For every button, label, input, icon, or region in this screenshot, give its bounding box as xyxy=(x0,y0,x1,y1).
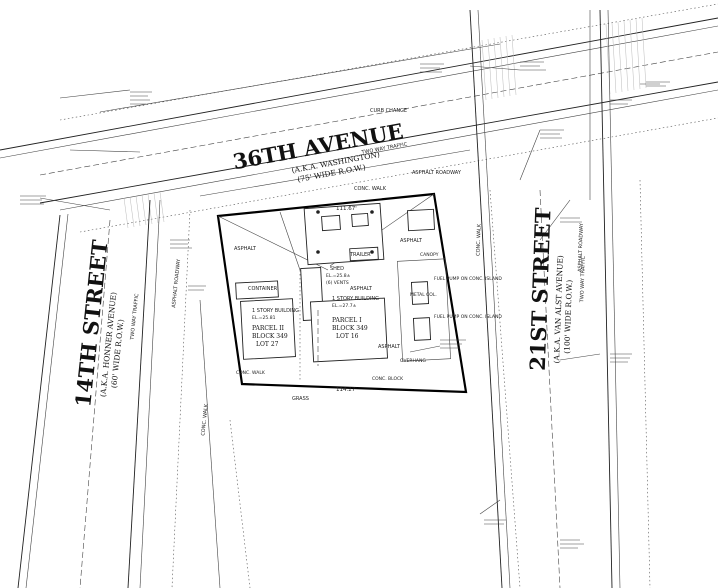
conc-walk-left-group: CONC. WALK xyxy=(200,403,209,436)
building-left-label: 1 STORY BUILDING xyxy=(252,308,299,314)
metal-col-label: METAL COL. xyxy=(410,292,437,298)
site-labels: CONTAINER TRAILER SHED EL.=25.8± (6) VEN… xyxy=(234,206,502,393)
street-21st-name: 21ST STREET xyxy=(525,207,556,371)
shed-elev: EL.=25.8± xyxy=(326,273,351,279)
conc-walk-right: CONC. WALK xyxy=(475,223,482,256)
street-21st-traffic-note: TWO WAY TRAFFIC xyxy=(579,255,587,303)
street-21st-label: 21ST STREET (A.K.A. VAN ALST AVENUE) (10… xyxy=(525,207,587,371)
asphalt-roadway-left-group: ASPHALT ROADWAY xyxy=(171,258,182,308)
grass-note: GRASS xyxy=(292,396,309,402)
conc-block-label: CONC. BLOCK xyxy=(372,376,404,382)
parcel-1-title: PARCEL I xyxy=(332,317,362,324)
container-label: CONTAINER xyxy=(248,286,278,292)
bottom-dimension: 114.27' xyxy=(336,387,357,393)
parcel-2-block: BLOCK 349 xyxy=(252,333,288,340)
avenue-36th-label: 36TH AVENUE (A.K.A. WASHINGTON) (75' WID… xyxy=(231,118,408,184)
lot-boundary xyxy=(216,192,468,394)
street-14th-label: 14TH STREET (A.K.A. HONNER AVENUE) (60' … xyxy=(70,238,140,408)
survey-annotation-marks xyxy=(20,61,670,549)
overhang-label: OVERHANG xyxy=(400,358,426,364)
asphalt-label-2: ASPHALT xyxy=(350,286,373,292)
asphalt-label-3: ASPHALT xyxy=(378,344,401,350)
conc-walk-right-group: CONC. WALK xyxy=(475,223,482,256)
building-mid-elev: EL.=27.7± xyxy=(332,303,357,309)
parcel-2-lot: LOT 27 xyxy=(256,341,279,348)
curb-change-note: CURB CHANGE xyxy=(370,108,407,114)
asphalt-label-4: ASPHALT xyxy=(400,238,423,244)
building-left-elev: EL.=25.81 xyxy=(252,315,276,321)
conc-wall-label: CONC. WALK xyxy=(236,370,266,376)
parcel-1-block: BLOCK 349 xyxy=(332,325,368,332)
trailer-label: TRAILER xyxy=(349,252,371,258)
shed-vents: (6) VENTS xyxy=(326,280,349,286)
top-dimension: 111.67' xyxy=(336,206,357,212)
parcel-1-lot: LOT 16 xyxy=(336,333,359,340)
conc-walk-left: CONC. WALK xyxy=(200,403,209,436)
asphalt-roadway-right: ASPHALT ROADWAY xyxy=(577,222,585,272)
street-21st-width: (100' WIDE R.O.W.) xyxy=(562,280,574,354)
street-14th-traffic-note: TWO WAY TRAFFIC xyxy=(129,293,140,341)
asphalt-label-1: ASPHALT xyxy=(234,246,257,252)
canopy-label: CANOPY xyxy=(420,252,439,258)
parcel-2-title: PARCEL II xyxy=(252,325,285,332)
fuel-pump-2-label: FUEL PUMP ON CONC. ISLAND xyxy=(434,314,502,320)
conc-walk-avenue: CONC. WALK xyxy=(354,186,387,192)
street-21st-aka: (A.K.A. VAN ALST AVENUE) xyxy=(552,255,565,364)
asphalt-roadway-left: ASPHALT ROADWAY xyxy=(171,258,182,308)
street-14th-lines xyxy=(17,199,251,588)
shed-label: SHED xyxy=(330,266,344,272)
building-mid-label: 1 STORY BUILDING xyxy=(332,296,379,302)
asphalt-roadway-right-group: ASPHALT ROADWAY xyxy=(577,222,585,272)
fuel-pump-1-label: FUEL PUMP ON CONC. ISLAND xyxy=(434,276,502,282)
site-interior xyxy=(217,193,451,380)
road-notes: CURB CHANGE ASPHALT ROADWAY CONC. WALK G… xyxy=(292,108,462,402)
street-21st-lines xyxy=(469,9,651,588)
asphalt-roadway-avenue: ASPHALT ROADWAY xyxy=(412,170,462,176)
callout-leaders xyxy=(39,65,660,515)
